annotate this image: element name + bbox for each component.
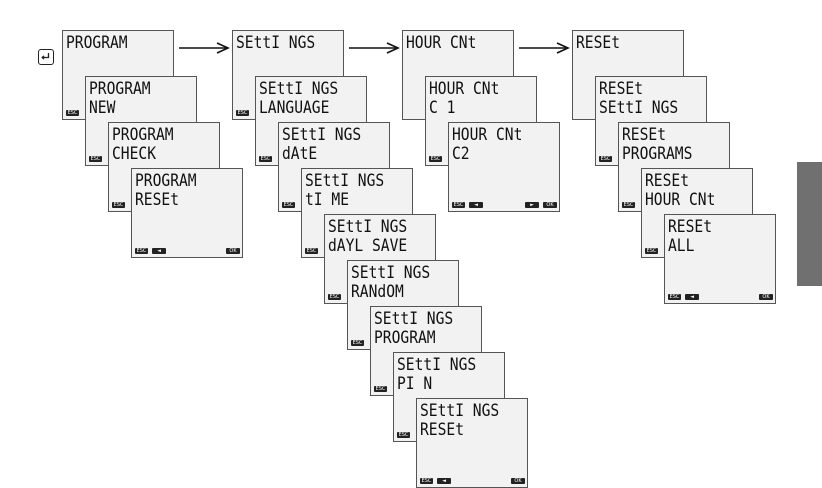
left-arrow-key: ◄ <box>469 202 483 208</box>
screen-line-2: LANGUAGE <box>259 98 330 118</box>
esc-key: ESC <box>397 432 410 438</box>
esc-key: ESC <box>236 110 249 116</box>
screen-line-2: C2 <box>452 144 470 164</box>
section-tab-marker <box>797 162 822 286</box>
right-arrow-key: ► <box>525 202 539 208</box>
screen-line-2: C 1 <box>429 98 456 118</box>
screen-line-2: RESEt <box>135 190 180 210</box>
screen-line-1: SEttI NGS <box>236 33 316 53</box>
left-arrow-key: ◄ <box>685 294 699 300</box>
esc-key: ESC <box>429 156 442 162</box>
screen-line-2: PROGRAM <box>374 328 436 348</box>
screen-line-1: SEttI NGS <box>305 171 385 191</box>
screen-line-1: SEttI NGS <box>374 309 454 329</box>
screen-line-1: RESEt <box>599 79 644 99</box>
screen-line-1: SEttI NGS <box>420 401 500 421</box>
screen-line-1: SEttI NGS <box>397 355 477 375</box>
screen-line-1: SEttI NGS <box>351 263 431 283</box>
screen-line-1: HOUR CNt <box>406 33 477 53</box>
esc-key: ESC <box>112 202 125 208</box>
screen-line-2: NEW <box>89 98 116 118</box>
screen-line-1: PROGRAM <box>66 33 128 53</box>
enter-return-icon <box>38 49 54 65</box>
esc-key: ESC <box>374 386 387 392</box>
esc-key: ESC <box>599 156 612 162</box>
esc-key: ESC <box>66 110 79 116</box>
screen-line-1: RESEt <box>576 33 621 53</box>
esc-key: ESC <box>622 202 635 208</box>
esc-key: ESC <box>420 478 433 484</box>
screen-line-1: RESEt <box>668 217 713 237</box>
esc-key: ESC <box>351 340 364 346</box>
screen-line-2: PI N <box>397 374 433 394</box>
left-arrow-key: ◄ <box>437 478 451 484</box>
screen-line-2: RANdOM <box>351 282 404 302</box>
esc-key: ESC <box>305 248 318 254</box>
right-arrow-icon <box>349 42 400 54</box>
esc-key: ESC <box>259 156 272 162</box>
esc-key: ESC <box>668 294 681 300</box>
screen-line-1: SEttI NGS <box>282 125 362 145</box>
screen-line-2: tI ME <box>305 190 350 210</box>
screen-line-1: HOUR CNt <box>452 125 523 145</box>
esc-key: ESC <box>135 248 148 254</box>
screen-line-2: SEttI NGS <box>599 98 679 118</box>
right-arrow-icon <box>179 42 230 54</box>
esc-key: ESC <box>452 202 465 208</box>
esc-key: ESC <box>328 294 341 300</box>
screen-line-1: HOUR CNt <box>429 79 500 99</box>
screen-line-2: dAYL SAVE <box>328 236 408 256</box>
screen-line-2: PROGRAMS <box>622 144 693 164</box>
screen-line-1: PROGRAM <box>112 125 174 145</box>
screen-line-2: HOUR CNt <box>645 190 716 210</box>
screen-line-1: RESEt <box>645 171 690 191</box>
ok-key: OK <box>759 294 773 300</box>
ok-key: OK <box>226 248 240 254</box>
screen-line-1: PROGRAM <box>89 79 151 99</box>
screen-line-2: RESEt <box>420 420 465 440</box>
screen-line-1: SEttI NGS <box>328 217 408 237</box>
screen-line-1: SEttI NGS <box>259 79 339 99</box>
right-arrow-icon <box>519 42 570 54</box>
screen-line-2: dAtE <box>282 144 318 164</box>
ok-key: OK <box>543 202 557 208</box>
left-arrow-key: ◄ <box>152 248 166 254</box>
ok-key: OK <box>511 478 525 484</box>
screen-line-1: RESEt <box>622 125 667 145</box>
screen-line-2: CHECK <box>112 144 157 164</box>
esc-key: ESC <box>89 156 102 162</box>
screen-line-1: PROGRAM <box>135 171 197 191</box>
esc-key: ESC <box>282 202 295 208</box>
screen-line-2: ALL <box>668 236 695 256</box>
esc-key: ESC <box>645 248 658 254</box>
